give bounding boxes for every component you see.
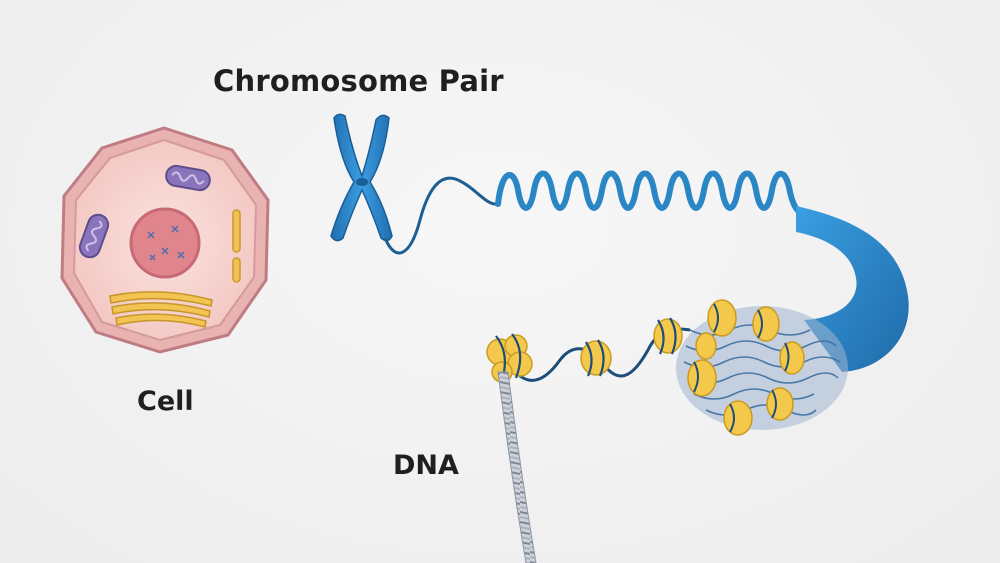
cell-label: Cell bbox=[137, 386, 194, 417]
nucleosome bbox=[486, 333, 533, 383]
mitochondrion-left bbox=[78, 213, 110, 259]
chromosome-x bbox=[330, 113, 393, 242]
dna-double-helix bbox=[497, 371, 537, 563]
nucleosome bbox=[580, 339, 612, 377]
solenoid-coil bbox=[676, 299, 848, 436]
cell-illustration bbox=[60, 126, 270, 354]
mitochondrion-top bbox=[165, 164, 211, 192]
golgi-apparatus bbox=[109, 291, 213, 328]
nucleus bbox=[129, 207, 201, 279]
organelle-rod bbox=[232, 209, 241, 253]
chromosome-pair-label: Chromosome Pair bbox=[213, 64, 504, 98]
nucleosome-beads bbox=[486, 317, 683, 383]
nucleosome bbox=[653, 317, 683, 355]
supercoiled-chromatin bbox=[495, 170, 809, 217]
nucleus-chromosomes bbox=[147, 225, 185, 261]
organelle-rod bbox=[232, 257, 241, 283]
dna-strand-thin bbox=[383, 176, 499, 255]
dna-label: DNA bbox=[393, 450, 459, 481]
